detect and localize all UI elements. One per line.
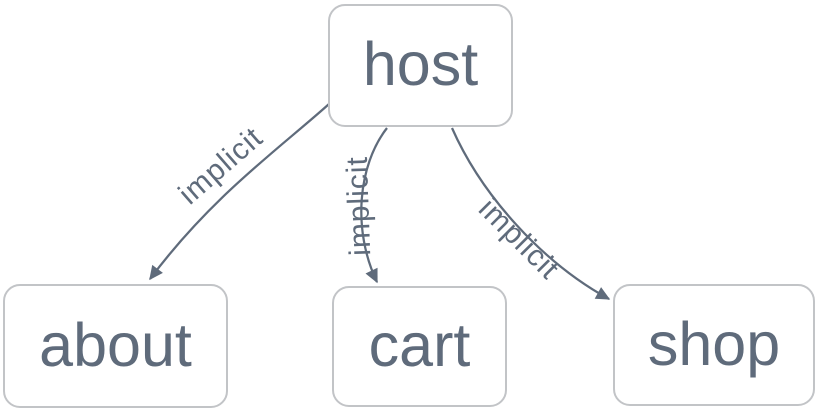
edge-line-host-cart (360, 127, 388, 284)
edge-label-host-shop: implicit (472, 192, 566, 286)
node-host[interactable]: host (328, 4, 513, 127)
edge-line-host-about (149, 103, 330, 281)
node-about-label: about (39, 310, 192, 379)
node-about[interactable]: about (3, 284, 228, 408)
node-shop[interactable]: shop (613, 284, 815, 406)
edge-host-about: implicit (149, 103, 330, 281)
edge-host-cart: implicit (341, 127, 388, 284)
node-cart-label: cart (368, 311, 471, 379)
node-cart[interactable]: cart (332, 286, 507, 407)
edge-label-host-cart: implicit (341, 156, 377, 257)
node-host-label: host (362, 30, 479, 98)
edge-line-host-shop (450, 127, 611, 300)
node-shop-label: shop (647, 309, 781, 378)
edge-host-shop: implicit (450, 127, 611, 300)
